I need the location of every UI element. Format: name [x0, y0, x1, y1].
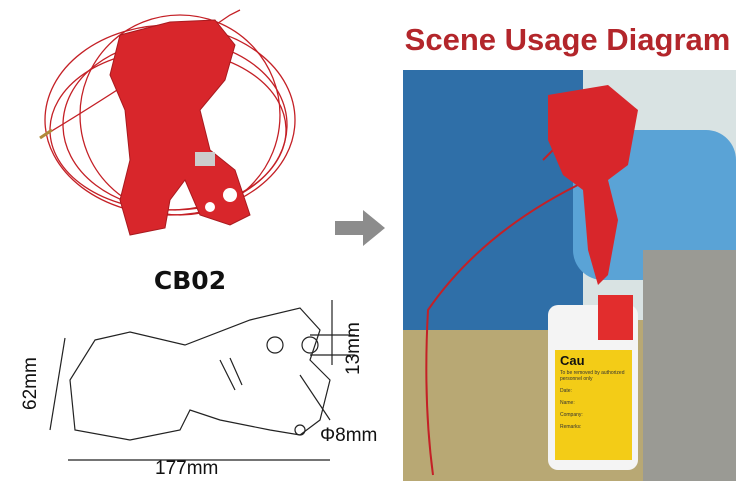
tag-field: Name: — [560, 400, 575, 406]
page-title: Scene Usage Diagram — [404, 22, 731, 57]
arrow-right-icon — [335, 210, 385, 246]
tag-subtitle: To be removed by authorized personnel on… — [560, 370, 625, 382]
dimension-diagram — [49, 300, 355, 461]
height-dimension: 62mm — [20, 357, 41, 410]
tag-field: Date: — [560, 388, 572, 394]
tag-field: Company: — [560, 412, 583, 418]
length-dimension: 177mm — [155, 458, 219, 479]
tag-heading: Cau — [560, 353, 585, 368]
diameter-dimension: Φ8mm — [320, 425, 378, 446]
tag-field: Remarks: — [560, 424, 582, 430]
gap-dimension: 13mm — [343, 322, 364, 375]
scene-photo: Cau To be removed by authorized personne… — [403, 70, 736, 481]
product-photo — [39, 9, 296, 236]
model-label: CB02 — [153, 266, 227, 295]
